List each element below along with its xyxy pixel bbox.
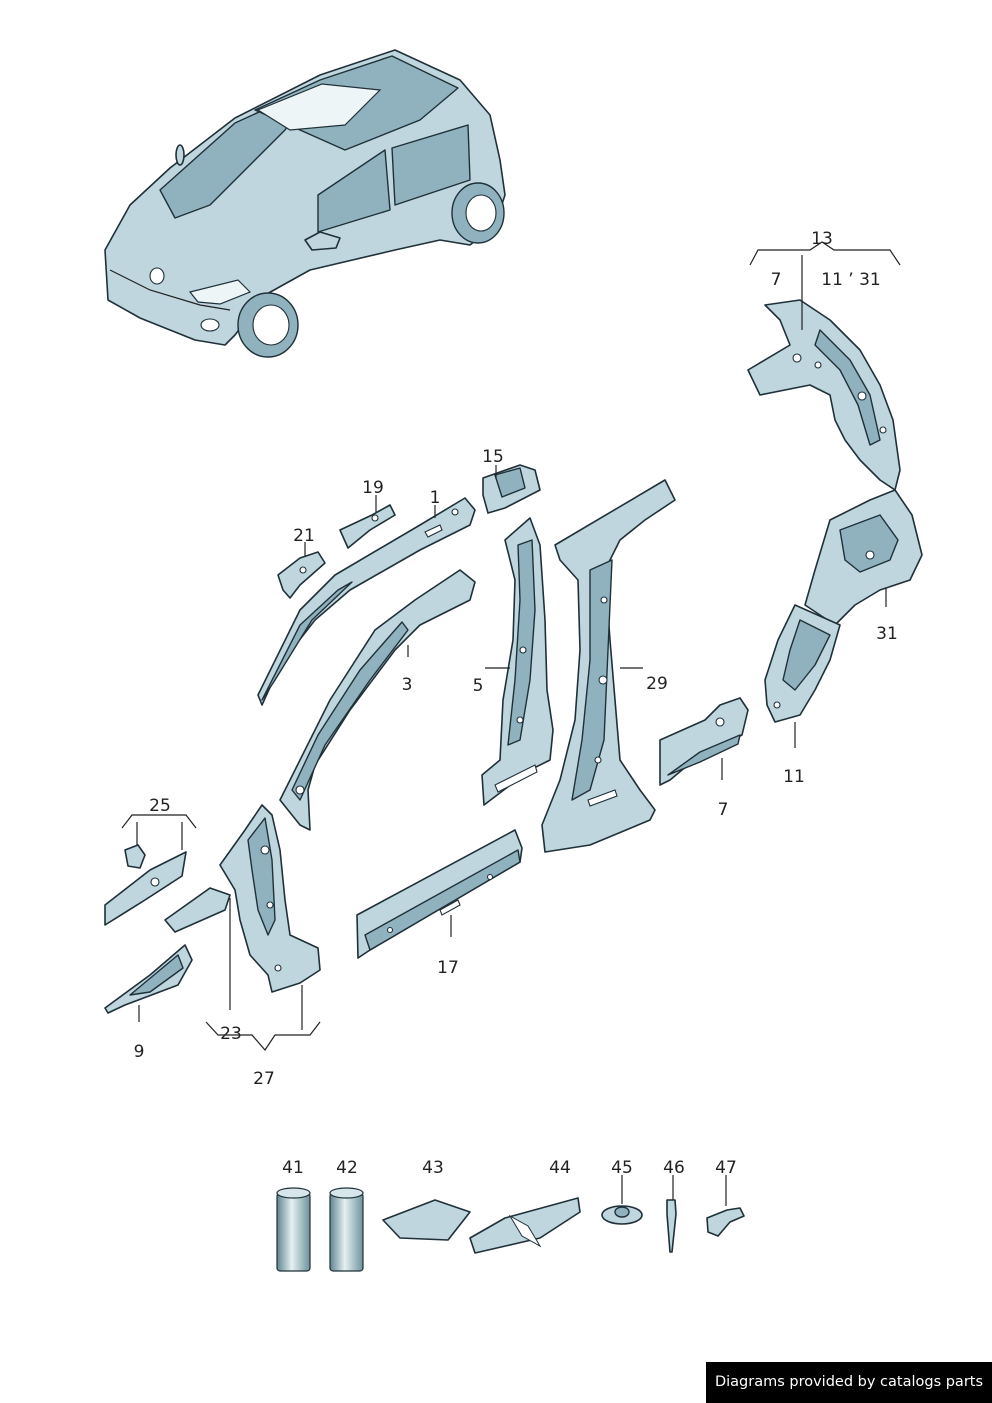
- bracket-part-19: [339, 504, 396, 549]
- callout-21: 21: [293, 526, 315, 546]
- callout-11-31: 11 ’ 31: [821, 270, 880, 290]
- sill-panel-part-17: [356, 829, 523, 959]
- callout-7-upper: 7: [771, 270, 782, 290]
- callout-1: 1: [430, 488, 441, 508]
- bracket-part-21: [277, 551, 326, 599]
- wheel-housing-part-11: [764, 604, 841, 723]
- callout-27: 27: [253, 1069, 275, 1089]
- callout-43: 43: [422, 1158, 444, 1178]
- roof-frame-part-3: [279, 569, 476, 831]
- leader-lines: [121, 241, 901, 1206]
- callout-46: 46: [663, 1158, 685, 1178]
- wheel-housing-assembly-13: [747, 299, 901, 491]
- callout-42: 42: [336, 1158, 358, 1178]
- callout-29: 29: [646, 674, 668, 694]
- callout-5: 5: [473, 676, 484, 696]
- callout-19: 19: [362, 478, 384, 498]
- callout-45: 45: [611, 1158, 633, 1178]
- callout-11: 11: [783, 767, 805, 787]
- consumables-row: [276, 1187, 745, 1272]
- a-pillar-lower-part-27: [219, 804, 321, 993]
- callout-3: 3: [402, 675, 413, 695]
- callout-47: 47: [715, 1158, 737, 1178]
- callout-23: 23: [220, 1024, 242, 1044]
- bracket-part-15: [482, 464, 541, 514]
- credit-banner: Diagrams provided by catalogs parts: [706, 1362, 992, 1403]
- callout-13: 13: [811, 229, 833, 249]
- callout-31: 31: [876, 624, 898, 644]
- sill-end-part-7: [659, 697, 749, 786]
- callout-17: 17: [437, 958, 459, 978]
- vehicle-illustration: [104, 49, 506, 358]
- wheel-housing-part-31: [804, 489, 923, 626]
- pillar-reinforcement-5: [481, 517, 554, 806]
- gusset-part-9: [104, 944, 193, 1014]
- callout-7-lower: 7: [718, 800, 729, 820]
- gusset-group-25: [104, 844, 231, 933]
- callout-labels: 13 7 11 ’ 31 15 19 1 21 31 3 5 29 11 7 2…: [134, 229, 898, 1178]
- roof-frame-part-1: [257, 497, 476, 706]
- callout-9: 9: [134, 1042, 145, 1062]
- b-pillar-part-29: [541, 479, 676, 853]
- callout-15: 15: [482, 447, 504, 467]
- callout-44: 44: [549, 1158, 571, 1178]
- callout-25: 25: [149, 796, 171, 816]
- callout-41: 41: [282, 1158, 304, 1178]
